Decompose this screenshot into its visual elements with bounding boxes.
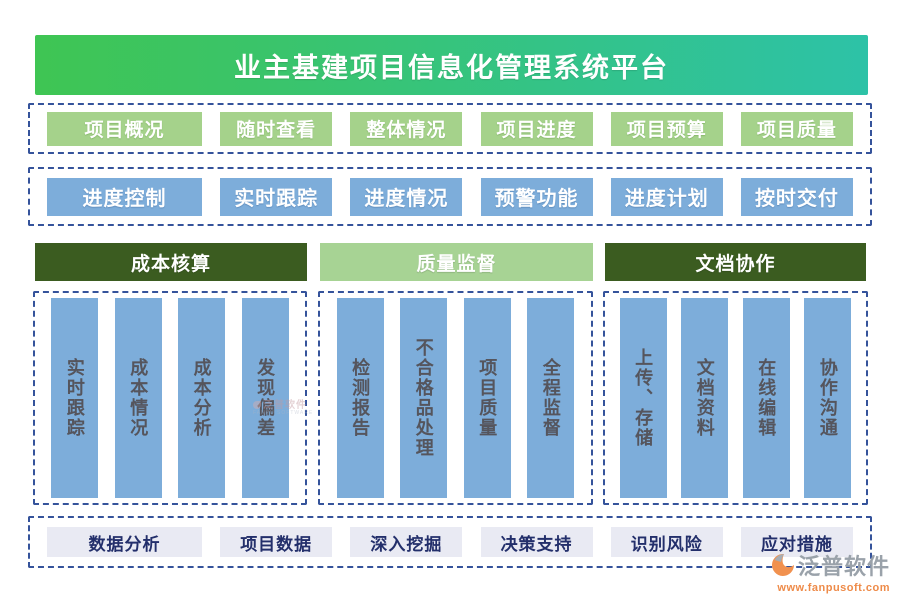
chip-project-data[interactable]: 项目数据 [220, 527, 333, 557]
chip-realtime-tracking[interactable]: 实时跟踪 [220, 177, 333, 216]
chip-data-analysis[interactable]: 数据分析 [47, 527, 202, 557]
chip-schedule-plan[interactable]: 进度计划 [610, 177, 723, 216]
page-title-banner: 业主基建项目信息化管理系统平台 [35, 35, 868, 95]
bar-cost-status: 成本情况 [114, 298, 162, 498]
fanpu-logo-text: 泛普软件 [797, 554, 890, 579]
chip-overall-status[interactable]: 整体情况 [350, 111, 463, 146]
progress-row: 进度控制 实时跟踪 进度情况 预警功能 进度计划 按时交付 [28, 167, 872, 226]
bar-nonconforming-handling: 不合格品处理 [400, 298, 448, 498]
chip-early-warning[interactable]: 预警功能 [480, 177, 593, 216]
section-header-document-collaboration: 文档协作 [605, 243, 866, 281]
analysis-row: 数据分析 项目数据 深入挖掘 决策支持 识别风险 应对措施 [28, 516, 872, 568]
chip-progress-status[interactable]: 进度情况 [350, 177, 463, 216]
chip-risk-identification[interactable]: 识别风险 [610, 527, 723, 557]
fanpu-logo-icon [771, 553, 795, 577]
bar-online-editing: 在线编辑 [742, 298, 790, 498]
chip-project-progress[interactable]: 项目进度 [480, 111, 593, 146]
chip-view-anytime[interactable]: 随时查看 [220, 111, 333, 146]
watermark-subtext: FANPU SOFTWARE [253, 410, 314, 416]
bar-full-supervision: 全程监督 [527, 298, 575, 498]
bar-realtime-tracking: 实时跟踪 [51, 298, 99, 498]
chip-project-overview[interactable]: 项目概况 [47, 111, 202, 146]
bar-document-materials: 文档资料 [681, 298, 729, 498]
chip-decision-support[interactable]: 决策支持 [480, 527, 593, 557]
document-collaboration-group: 上传、存储 文档资料 在线编辑 协作沟通 [603, 291, 868, 505]
section-header-quality-supervision: 质量监督 [320, 243, 593, 281]
quality-supervision-group: 检测报告 不合格品处理 项目质量 全程监督 [318, 291, 593, 505]
cost-accounting-group: 实时跟踪 成本情况 成本分析 发现偏差 [33, 291, 307, 505]
chip-deep-mining[interactable]: 深入挖掘 [350, 527, 463, 557]
chip-on-time-delivery[interactable]: 按时交付 [740, 177, 853, 216]
center-watermark: 泛普软件 FANPU SOFTWARE [253, 400, 343, 417]
bar-upload-storage: 上传、存储 [619, 298, 667, 498]
overview-row: 项目概况 随时查看 整体情况 项目进度 项目预算 项目质量 [28, 103, 872, 154]
chip-countermeasures[interactable]: 应对措施 [740, 527, 853, 557]
fanpu-logo-url: www.fanpusoft.com [777, 582, 890, 594]
chip-project-budget[interactable]: 项目预算 [610, 111, 723, 146]
fanpu-logo: 泛普软件 www.fanpusoft.com [740, 549, 890, 594]
bar-inspection-report: 检测报告 [336, 298, 384, 498]
bar-deviation-detection: 发现偏差 [241, 298, 289, 498]
bar-cost-analysis: 成本分析 [178, 298, 226, 498]
bar-project-quality: 项目质量 [463, 298, 511, 498]
chip-progress-control[interactable]: 进度控制 [47, 177, 202, 216]
watermark-logo-icon [253, 401, 261, 410]
watermark-text: 泛普软件 [263, 400, 307, 411]
chip-project-quality[interactable]: 项目质量 [740, 111, 853, 146]
page-title: 业主基建项目信息化管理系统平台 [234, 52, 669, 83]
section-header-cost-accounting: 成本核算 [35, 243, 307, 281]
bar-collaboration: 协作沟通 [804, 298, 852, 498]
